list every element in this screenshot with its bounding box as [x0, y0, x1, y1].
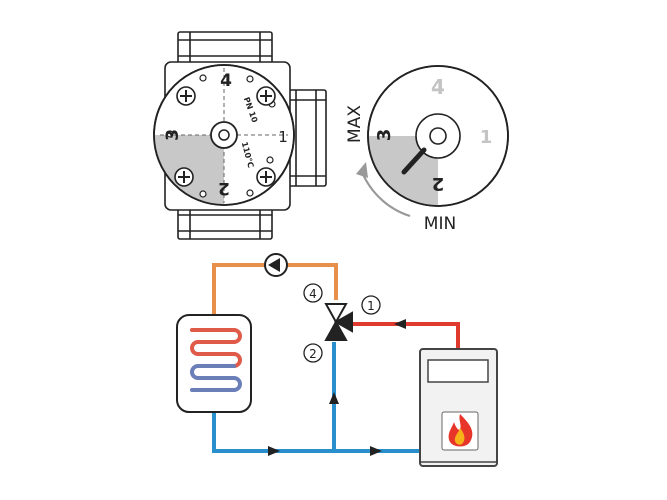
callout-port-4: 4 [303, 283, 323, 303]
arrowhead-icon [356, 162, 368, 178]
mixing-valve-icon [324, 303, 353, 341]
cold-return-pipe [212, 410, 421, 453]
hot-boiler-pipe [348, 322, 460, 350]
heating-coil-icon [190, 328, 242, 368]
body-port-label-4: 4 [220, 71, 232, 91]
dial-port-label-1: 1 [480, 127, 493, 148]
screw-icon [256, 167, 276, 187]
pump-icon [264, 253, 288, 277]
return-flow-arrow [268, 446, 280, 456]
dial-port-label-4: 4 [431, 75, 445, 99]
bottom-connector [177, 206, 273, 240]
callout-port-1: 1 [361, 295, 381, 315]
rotation-arrow [360, 171, 411, 218]
faceplate-holes [166, 74, 276, 198]
min-label: MIN [424, 214, 456, 234]
setting-dial-drawing: 4 1 3 2 MAX MIN [345, 65, 509, 234]
valve-body-drawing: 4 1 3 2 PN 10 110°C [153, 31, 327, 240]
hot-flow-arrow [394, 319, 406, 329]
max-label: MAX [345, 105, 365, 143]
callout-port-2: 2 [303, 343, 323, 363]
boiler-icon [419, 348, 498, 467]
return-flow-arrow [370, 446, 382, 456]
top-connector [177, 31, 273, 65]
body-port-label-1: 1 [278, 128, 288, 146]
tank-icon [176, 314, 252, 413]
screw-icon [256, 86, 276, 106]
screw-icon [174, 167, 194, 187]
body-port-label-3: 3 [163, 129, 183, 141]
svg-text:1: 1 [367, 299, 375, 313]
screw-icon [176, 86, 196, 106]
svg-text:2: 2 [309, 347, 317, 361]
svg-text:4: 4 [309, 287, 317, 301]
body-port-label-2: 2 [218, 178, 230, 198]
dial-port-label-2: 2 [432, 173, 445, 194]
circuit-schematic: 4 1 2 [176, 253, 498, 467]
dial-pointer [401, 147, 427, 175]
dial-port-label-3: 3 [374, 129, 395, 142]
bypass-flow-arrow [329, 392, 339, 404]
